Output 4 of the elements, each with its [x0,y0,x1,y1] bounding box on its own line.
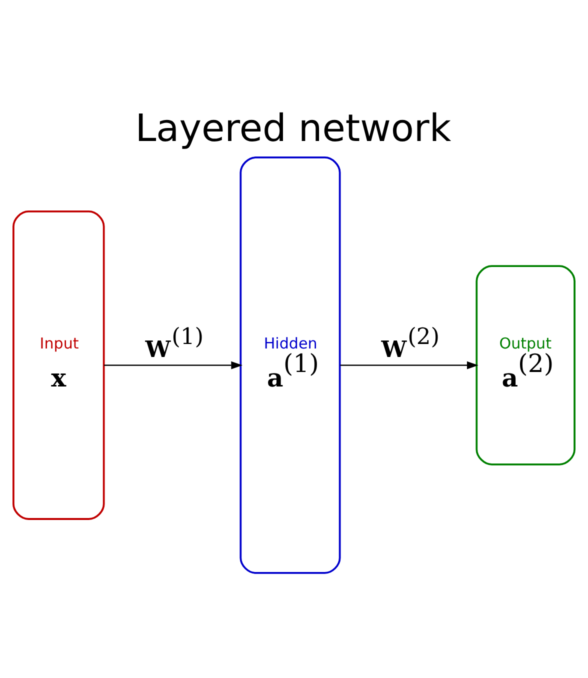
node-box: Input x [12,210,105,520]
arrow [104,360,242,369]
arrow [340,360,478,369]
diagram-title: Layered network [135,106,452,150]
